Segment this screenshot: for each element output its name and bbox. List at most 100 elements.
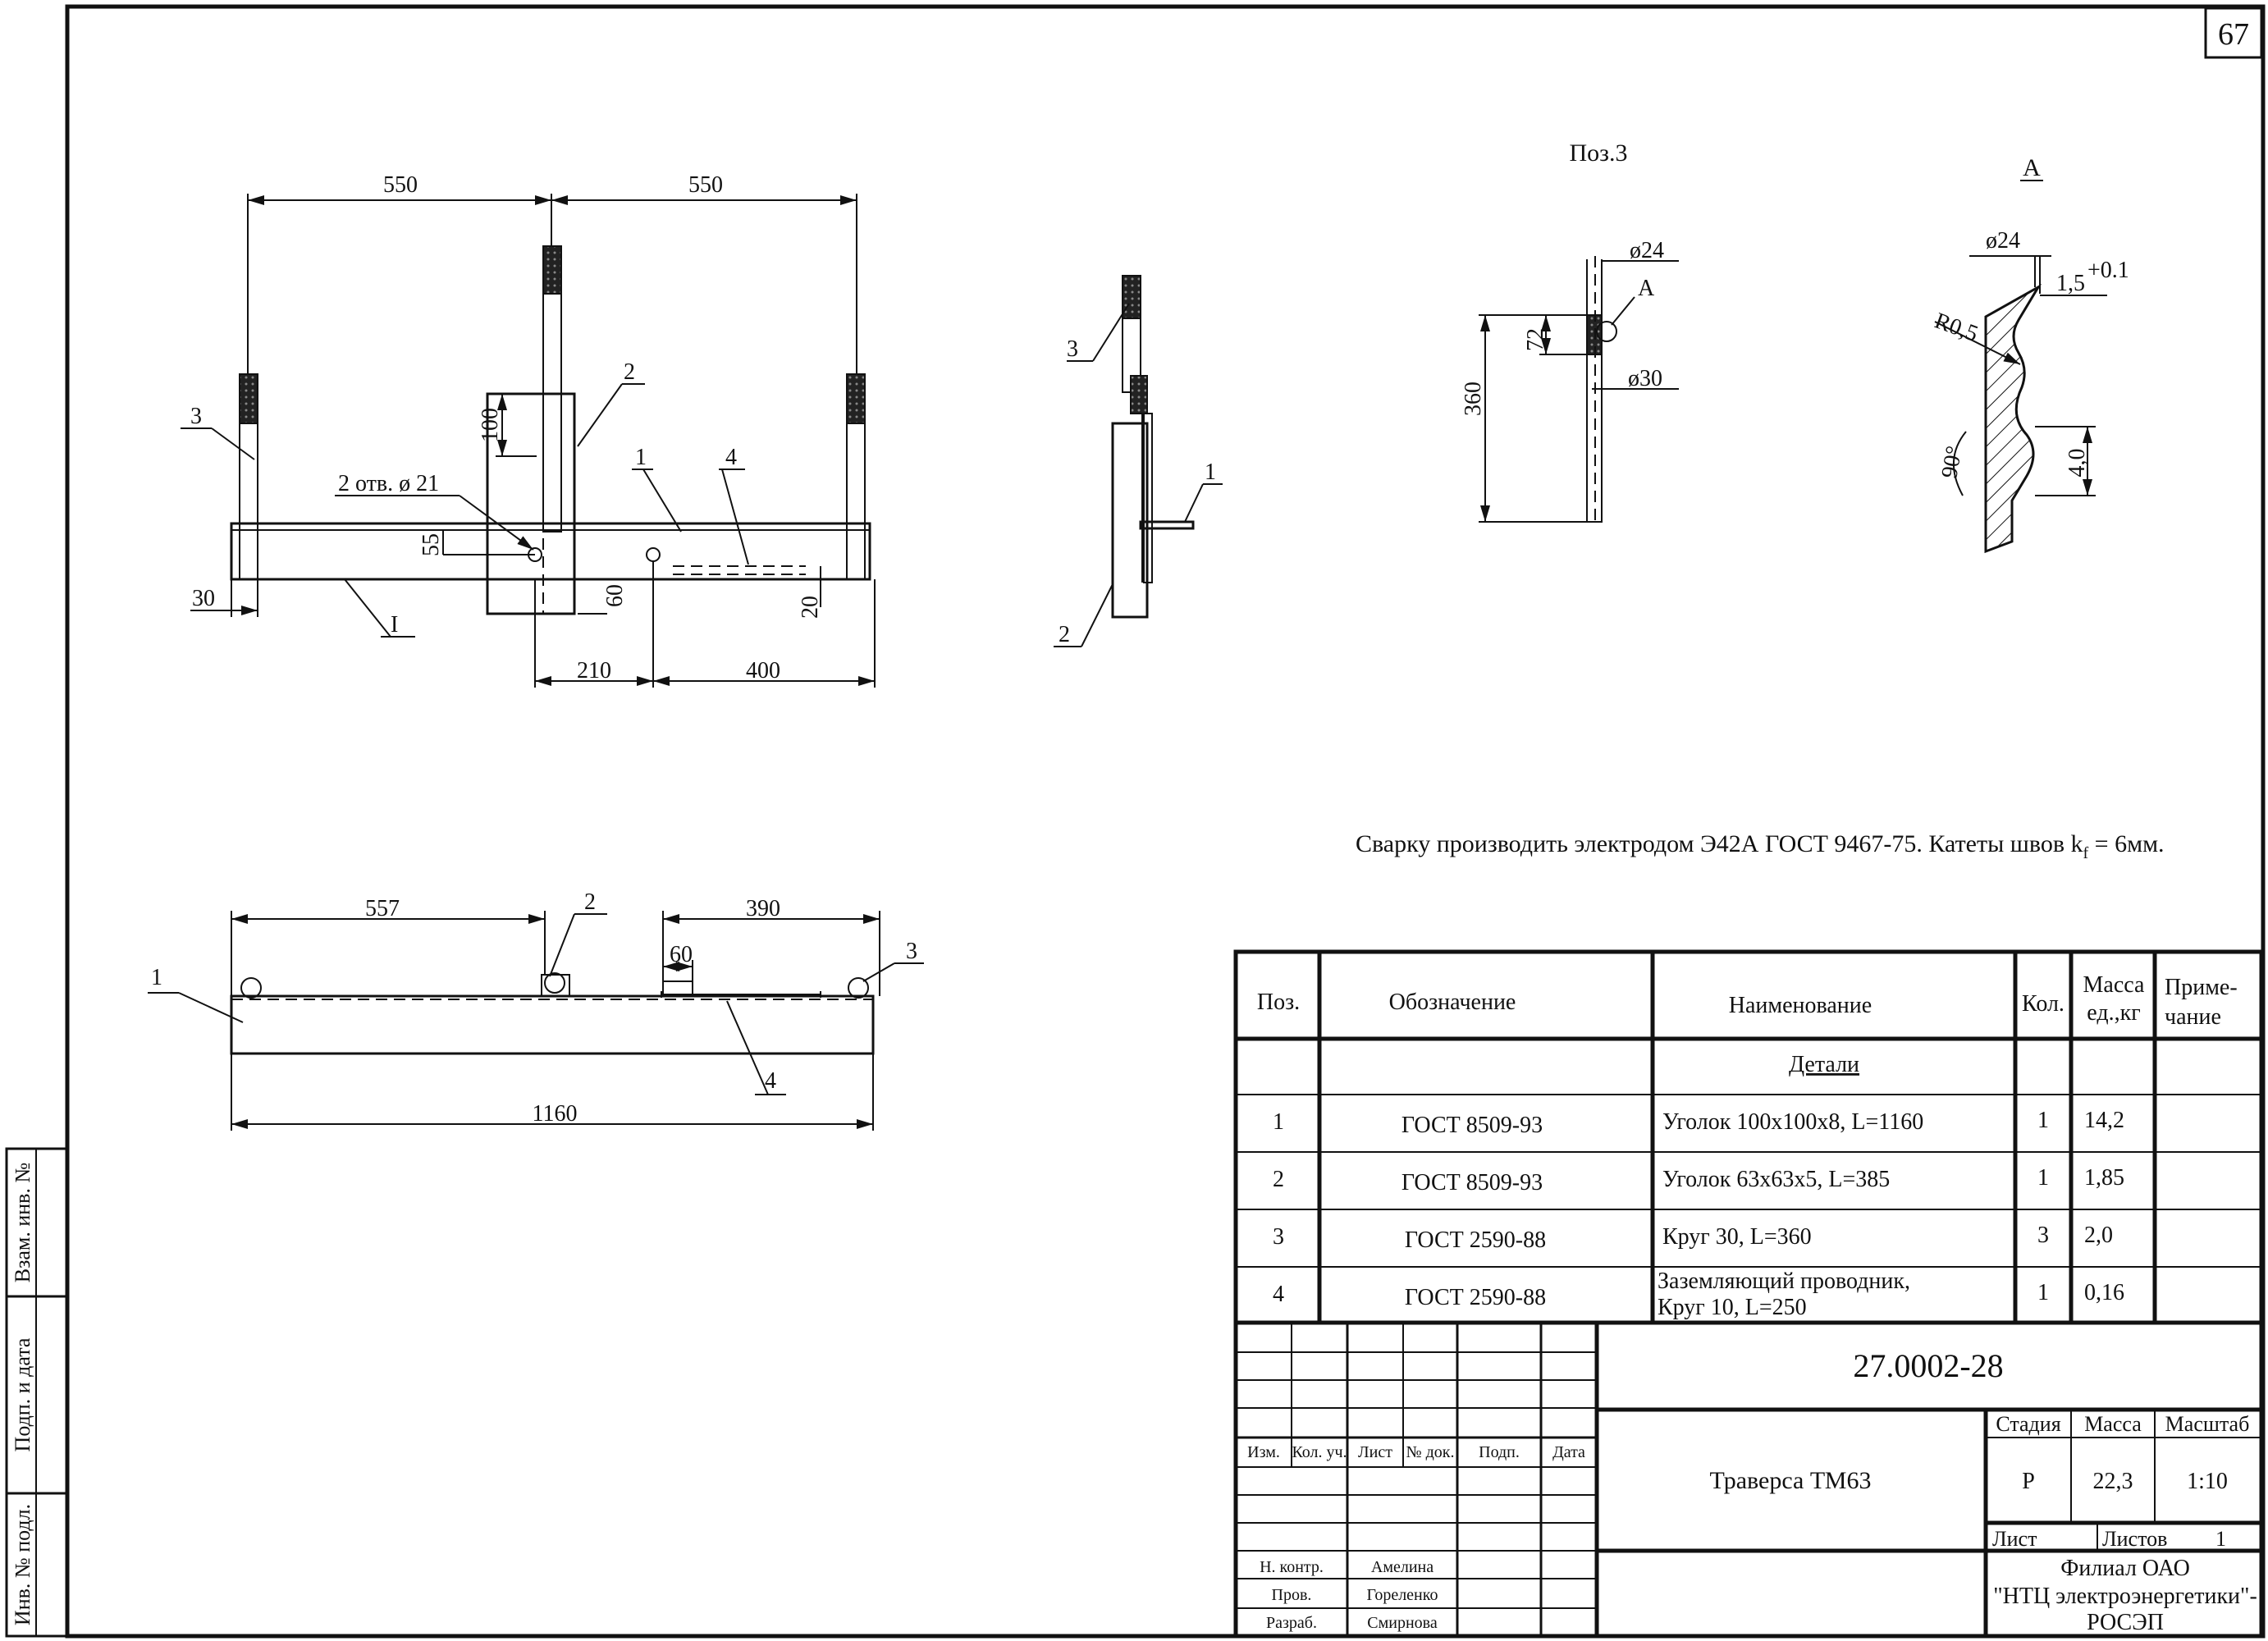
- welding-note-tail: = 6мм.: [2088, 830, 2164, 857]
- pos-label-1-side: 1: [1205, 459, 1216, 485]
- signer-role: Пров.: [1272, 1586, 1312, 1604]
- signer-name: Смирнова: [1367, 1614, 1438, 1632]
- spec-row-mass: 2,0: [2084, 1223, 2113, 1248]
- dim-holes: 2 отв. ø 21: [338, 471, 439, 496]
- rev-header-sign: Подп.: [1479, 1443, 1520, 1461]
- rev-header-change: Изм.: [1247, 1443, 1280, 1461]
- spec-row-pos: 4: [1273, 1282, 1284, 1307]
- dim-400: 400: [746, 658, 780, 683]
- dim-550-right: 550: [688, 172, 723, 198]
- pos-label-2-plan: 2: [584, 889, 596, 915]
- pos-label-3-side: 3: [1067, 336, 1078, 362]
- spec-row-designation: ГОСТ 2590-88: [1405, 1285, 1546, 1310]
- rod-right: [846, 373, 866, 580]
- detail-a-view: A ø24 R0,5 1,5 +0.1 90° 4,0: [1932, 154, 2129, 554]
- welding-note: Сварку производить электродом Э42А ГОСТ …: [1356, 830, 2165, 862]
- spec-row-mass: 14,2: [2084, 1108, 2124, 1133]
- spec-row-qty: 1: [2037, 1280, 2049, 1305]
- spec-row-name: Уголок 100х100х8, L=1160: [1662, 1109, 1923, 1135]
- rev-header-date: Дата: [1552, 1443, 1585, 1461]
- pos3-dia-30: ø30: [1628, 366, 1662, 391]
- rod-left: [239, 373, 258, 580]
- spec-row-mass: 0,16: [2084, 1280, 2124, 1305]
- spec-row-qty: 1: [2037, 1108, 2049, 1133]
- side-label-replace: Взам. инв. №: [11, 1163, 34, 1283]
- spec-header-name: Наименование: [1729, 993, 1872, 1018]
- rev-header-sheet: Лист: [1358, 1443, 1392, 1461]
- signer-name: Амелина: [1371, 1558, 1434, 1576]
- pos3-dim-360: 360: [1461, 382, 1486, 416]
- spec-row-designation: ГОСТ 8509-93: [1401, 1113, 1543, 1138]
- welding-note-sub: f: [2083, 844, 2089, 862]
- detail-a-title: A: [2023, 154, 2041, 181]
- side-view: 3 1 2: [1054, 275, 1223, 647]
- spec-row-designation: ГОСТ 2590-88: [1405, 1227, 1546, 1253]
- doc-number: 27.0002-28: [1853, 1347, 2003, 1384]
- spec-header-mass: Масса ед.,кг: [2083, 972, 2145, 1026]
- front-view: 550 550 2 отв. ø 21 55 60 20 30: [181, 172, 876, 688]
- mass-value: 22,3: [2093, 1469, 2133, 1494]
- page-number: 67: [2218, 17, 2249, 52]
- spec-row-name-line1: Заземляющий проводник,: [1658, 1268, 1910, 1294]
- welding-note-text: Сварку производить электродом Э42А ГОСТ …: [1356, 830, 2083, 857]
- detail-a-radius: R0,5: [1932, 308, 1982, 346]
- dim-550-left: 550: [383, 172, 418, 198]
- spec-row-mass: 1,85: [2084, 1165, 2124, 1191]
- sheet-frame: 67 Взам. инв. № Подп. и дата Инв. № подл…: [5, 4, 2266, 1639]
- pos-label-1-front: 1: [635, 445, 647, 470]
- detail-a-dim-1-5: 1,5: [2056, 271, 2085, 296]
- dim-20: 20: [798, 596, 823, 619]
- pos-label-4-front: 4: [725, 445, 737, 470]
- detail-a-dim-4: 4,0: [2065, 449, 2090, 478]
- plan-dim-557: 557: [365, 896, 400, 921]
- signer-role: Н. контр.: [1260, 1558, 1324, 1576]
- angle-beam-1: [230, 522, 871, 581]
- signer-role: Разраб.: [1266, 1614, 1317, 1632]
- stage-value: Р: [2022, 1469, 2035, 1494]
- org-line-1: Филиал ОАО: [2060, 1556, 2190, 1581]
- pos3-title: Поз.3: [1569, 139, 1627, 167]
- dim-60: 60: [602, 584, 628, 607]
- pos-label-2-side: 2: [1059, 622, 1070, 647]
- spec-row-name: Круг 30, L=360: [1662, 1224, 1812, 1250]
- rev-header-qty: Кол. уч.: [1292, 1443, 1347, 1461]
- detail-a-tol: +0.1: [2087, 258, 2129, 283]
- scale-label: Масштаб: [2165, 1412, 2250, 1436]
- side-stamp: Взам. инв. № Подп. и дата Инв. № подл.: [5, 1147, 69, 1638]
- plan-dim-1160: 1160: [533, 1101, 578, 1127]
- specification-table: Поз. Обозначение Наименование Кол. Масса…: [1233, 949, 2264, 1325]
- side-label-sign-date: Подп. и дата: [11, 1337, 34, 1451]
- section-label-I: I: [391, 612, 398, 638]
- sheets-value: 1: [2215, 1527, 2226, 1551]
- mass-label: Масса: [2084, 1412, 2142, 1436]
- pos-label-4-plan: 4: [765, 1068, 776, 1094]
- pos3-dim-72: 72: [1523, 328, 1548, 351]
- plan-dim-390: 390: [746, 896, 780, 921]
- rev-header-doc: № док.: [1406, 1443, 1455, 1461]
- dim-100: 100: [478, 408, 503, 442]
- sheets-label: Листов: [2102, 1527, 2167, 1551]
- spec-row-pos: 2: [1273, 1167, 1284, 1192]
- spec-header-note: Приме-чание: [2165, 975, 2238, 1030]
- pos-label-1-plan: 1: [151, 965, 162, 990]
- spec-section: Детали: [1789, 1052, 1859, 1077]
- stage-label: Стадия: [1996, 1412, 2060, 1436]
- org-line-3: РОСЭП: [2087, 1610, 2164, 1635]
- spec-header-qty: Кол.: [2022, 991, 2065, 1017]
- plan-dim-60: 60: [670, 942, 693, 967]
- plan-view: 557 390 60 1160 1 2 3 4: [148, 889, 924, 1131]
- spec-header-designation: Обозначение: [1389, 990, 1516, 1015]
- spec-row-qty: 3: [2037, 1223, 2049, 1248]
- spec-row-designation: ГОСТ 8509-93: [1401, 1170, 1543, 1195]
- spec-row-name-line2: Круг 10, L=250: [1658, 1295, 1807, 1320]
- pos-label-2-front: 2: [624, 359, 635, 385]
- spec-row-name: Уголок 63х63х5, L=385: [1662, 1167, 1890, 1192]
- pos3-dia-24: ø24: [1630, 238, 1664, 263]
- detail-a-angle: 90°: [1936, 444, 1967, 480]
- scale-value: 1:10: [2187, 1469, 2228, 1494]
- signer-name: Гореленко: [1367, 1586, 1438, 1604]
- dim-30: 30: [192, 586, 215, 611]
- rod-center: [542, 245, 562, 533]
- pos3-view: Поз.3 ø24 ø30 72 360 A: [1461, 139, 1679, 525]
